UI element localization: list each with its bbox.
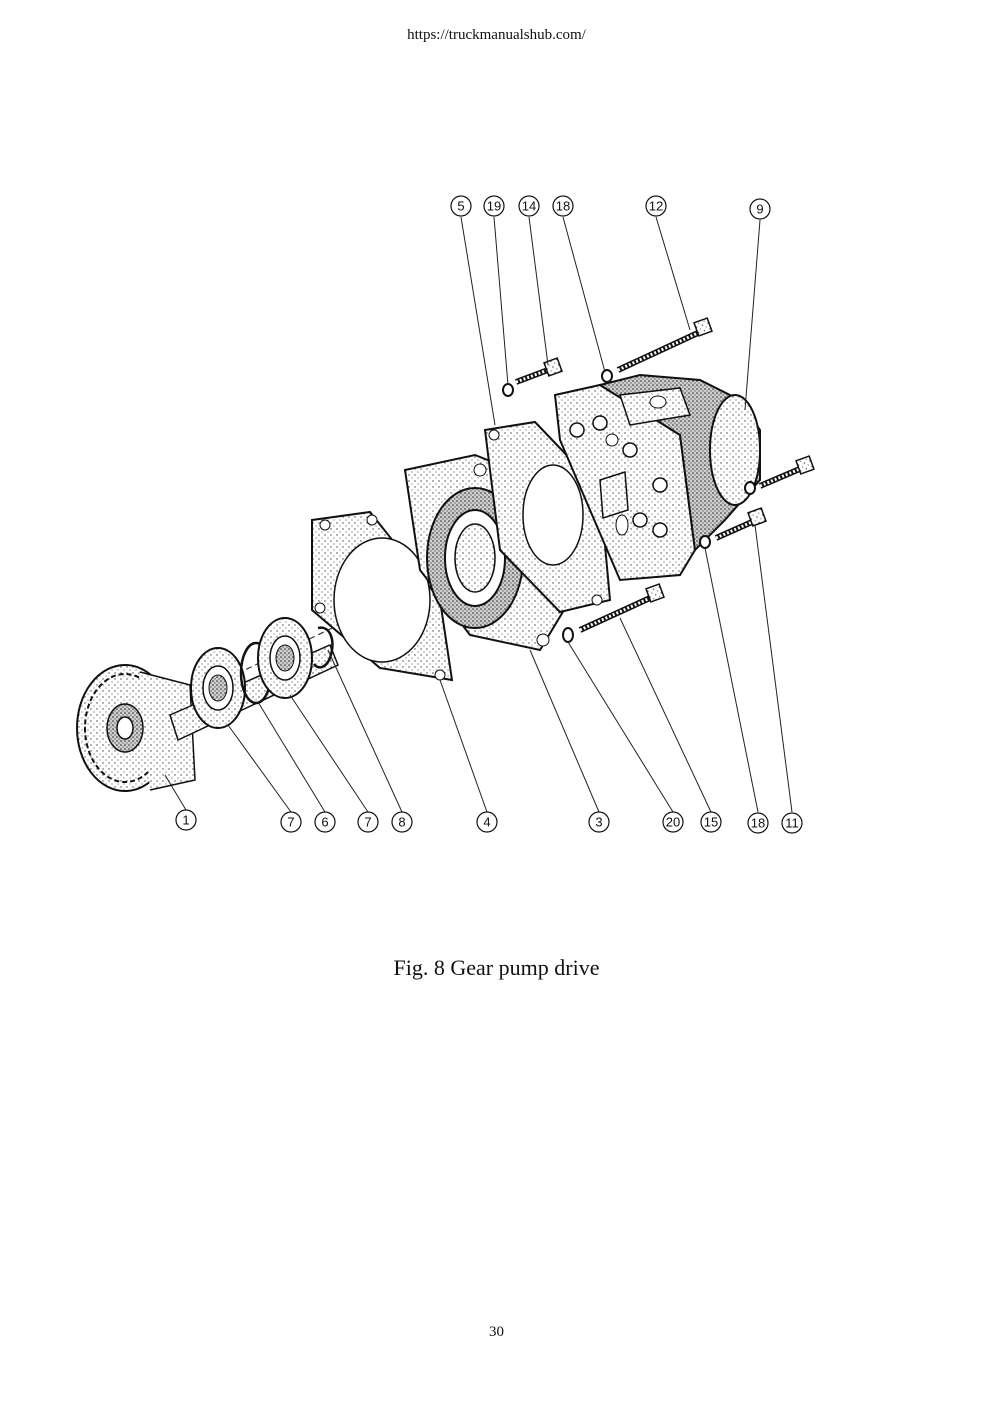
circlip-part-8	[312, 626, 334, 669]
figure-caption: Fig. 8 Gear pump drive	[393, 955, 600, 980]
washer-part-20	[562, 627, 574, 643]
svg-text:11: 11	[785, 816, 799, 831]
bolt-part-right-upper	[758, 455, 815, 489]
svg-text:7: 7	[364, 815, 371, 830]
gasket-part-4	[311, 510, 454, 682]
callout-top-19: 19	[483, 195, 505, 217]
callout-bottom-3: 3	[588, 811, 610, 833]
svg-text:8: 8	[398, 815, 405, 830]
svg-text:18: 18	[751, 816, 765, 831]
svg-text:6: 6	[321, 815, 328, 830]
leader-lines-bottom	[164, 524, 793, 813]
svg-text:12: 12	[649, 199, 663, 214]
bearing-part-7a	[190, 647, 246, 729]
callout-top-18: 18	[552, 195, 574, 217]
callout-top-9: 9	[749, 198, 771, 220]
svg-text:3: 3	[595, 815, 602, 830]
callout-top-14: 14	[518, 195, 540, 217]
callout-top-5: 5	[450, 195, 472, 217]
gear-pump-part-9	[553, 373, 761, 582]
callout-bottom-15: 15	[700, 811, 722, 833]
svg-text:4: 4	[483, 815, 490, 830]
callout-bottom-7a: 7	[280, 811, 302, 833]
leader-lines-top	[460, 216, 761, 426]
svg-text:19: 19	[487, 199, 501, 214]
page-number: 30	[489, 1324, 504, 1340]
svg-text:15: 15	[704, 815, 718, 830]
svg-text:18: 18	[556, 199, 570, 214]
callout-bottom-4: 4	[476, 811, 498, 833]
bolt-part-12	[616, 317, 713, 373]
bearing-part-7b	[257, 617, 313, 699]
bolt-part-11	[714, 507, 767, 541]
washer-part-18-lower	[699, 535, 711, 549]
callout-bottom-1: 1	[175, 809, 197, 831]
svg-text:5: 5	[457, 199, 464, 214]
svg-text:20: 20	[666, 815, 680, 830]
bolt-part-14	[514, 357, 563, 385]
svg-text:7: 7	[287, 815, 294, 830]
callout-bottom-7b: 7	[357, 811, 379, 833]
callout-bottom-8: 8	[391, 811, 413, 833]
bolt-part-15	[578, 583, 665, 633]
exploded-view-diagram: 5 19 14 18 12 9 1 7	[76, 195, 815, 834]
callout-bottom-18: 18	[747, 812, 769, 834]
svg-text:1: 1	[182, 813, 189, 828]
callout-bottom-20: 20	[662, 811, 684, 833]
washer-part-18-right	[744, 481, 756, 495]
washer-part-19	[502, 383, 514, 397]
svg-text:14: 14	[522, 199, 536, 214]
svg-text:9: 9	[756, 202, 763, 217]
callout-bottom-6: 6	[314, 811, 336, 833]
callout-top-12: 12	[645, 195, 667, 217]
callout-bottom-11: 11	[781, 812, 803, 834]
washer-part-18-top	[601, 369, 613, 383]
header-url: https://truckmanualshub.com/	[407, 27, 586, 43]
